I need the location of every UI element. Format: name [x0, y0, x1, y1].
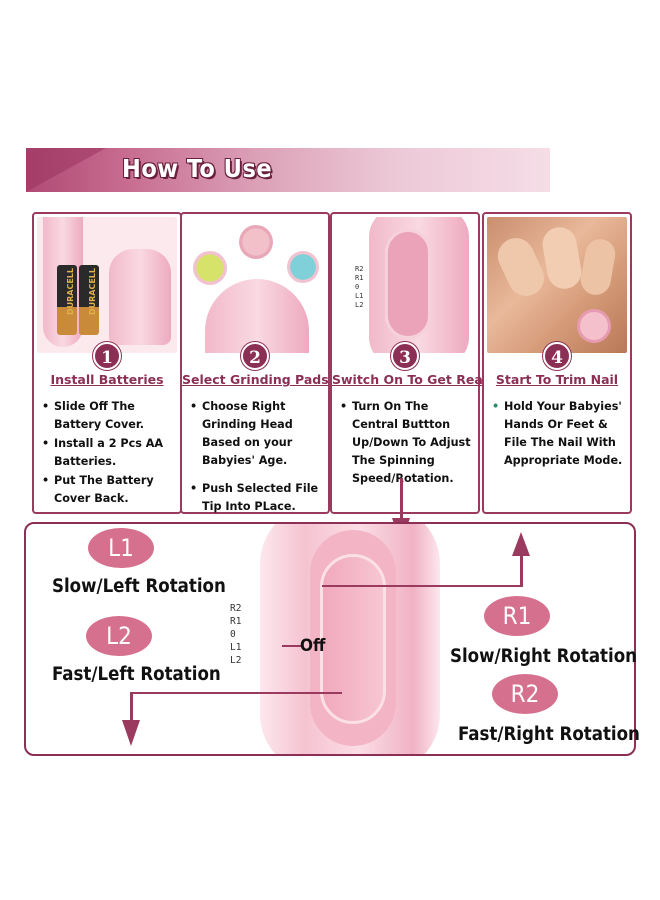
step-title: Select Grinding Pads: [182, 372, 329, 387]
up-arrow-icon: [512, 532, 530, 556]
dial-label: 0: [355, 283, 360, 291]
instruction-item: Hold Your Babyies' Hands Or Feet & File …: [492, 398, 626, 470]
mode-label-r1: Slow/Right Rotation: [450, 646, 637, 667]
off-pointer: [282, 645, 302, 647]
dial-label: R1: [355, 274, 364, 282]
finger: [539, 224, 585, 292]
mode-label-r2: Fast/Right Rotation: [458, 724, 640, 745]
switch-photo: R2 R1 0 L1 L2: [335, 217, 475, 353]
switch-button: [320, 554, 386, 724]
down-left-arrow-icon: [122, 720, 140, 746]
yellow-pad-icon: [193, 251, 227, 285]
step-title: Start To Trim Nail: [495, 372, 619, 387]
step-title: Switch On To Get Ready: [332, 372, 500, 387]
instruction-item: Turn On The Central Buttton Up/Down To A…: [340, 398, 474, 488]
trimmer-head: [577, 309, 611, 343]
dial-label: L2: [230, 655, 242, 666]
dial-labels: R2 R1 0 L1 L2: [230, 602, 241, 667]
banner-title: How To Use: [122, 154, 273, 183]
battery-cover: [109, 249, 171, 345]
step-instructions: Slide Off The Battery Cover. Install a 2…: [42, 398, 176, 509]
mode-badge-r1: R1: [484, 596, 550, 636]
connector-line-r: [322, 585, 522, 587]
instruction-item: Choose Right Grinding Head Based on your…: [190, 398, 324, 470]
step-card-select-pads: 2 Select Grinding Pads Choose Right Grin…: [180, 212, 330, 514]
dial-label: L1: [355, 292, 364, 300]
pads-photo: [185, 217, 325, 353]
down-arrow-shaft: [400, 478, 403, 526]
how-to-use-banner: How To Use: [26, 148, 550, 192]
banner-bar: [26, 148, 550, 192]
battery-1: [57, 265, 77, 335]
battery-2: [79, 265, 99, 335]
blue-pad-icon: [287, 251, 319, 283]
dial-label: 0: [230, 629, 236, 640]
dial-label: R2: [355, 265, 364, 273]
trim-photo: [487, 217, 627, 353]
step-instructions: Choose Right Grinding Head Based on your…: [190, 398, 324, 517]
step-number: 3: [391, 342, 419, 370]
pink-pad-icon: [239, 225, 273, 259]
left-arrow-shaft: [130, 692, 133, 722]
up-arrow-shaft: [520, 556, 523, 587]
mode-badge-r2: R2: [492, 674, 558, 714]
instruction-item: Put The Battery Cover Back.: [42, 472, 176, 508]
mode-label-l1: Slow/Left Rotation: [52, 576, 226, 597]
instruction-item: Push Selected File Tip Into PLace.: [190, 480, 324, 516]
step-number: 4: [543, 342, 571, 370]
instruction-item: Install a 2 Pcs AA Batteries.: [42, 435, 176, 471]
step-number: 1: [93, 342, 121, 370]
step-instructions: Turn On The Central Buttton Up/Down To A…: [340, 398, 474, 489]
mode-label-l2: Fast/Left Rotation: [52, 664, 221, 685]
switch-button: [385, 229, 431, 339]
step-title: Install Batteries: [50, 372, 164, 387]
dial-label: R1: [230, 616, 242, 627]
banner-accent: [26, 148, 106, 192]
battery-brand: DURACELL: [88, 267, 98, 316]
battery-photo: DURACELL DURACELL: [37, 217, 177, 353]
finger: [578, 236, 618, 298]
connector-line-l: [130, 692, 342, 694]
dial-label: L1: [230, 642, 242, 653]
step-instructions: Hold Your Babyies' Hands Or Feet & File …: [492, 398, 626, 471]
step-number: 2: [241, 342, 269, 370]
finger: [492, 232, 550, 302]
step-card-trim-nail: 4 Start To Trim Nail Hold Your Babyies' …: [482, 212, 632, 514]
off-label: Off: [300, 636, 326, 656]
instruction-item: Slide Off The Battery Cover.: [42, 398, 176, 434]
step-card-install-batteries: DURACELL DURACELL 1 Install Batteries Sl…: [32, 212, 182, 514]
battery-brand: DURACELL: [66, 267, 76, 316]
dial-label: R2: [230, 603, 242, 614]
device-closeup: [240, 524, 460, 754]
mode-badge-l1: L1: [88, 528, 154, 568]
dial-labels: R2 R1 0 L1 L2: [355, 265, 363, 310]
dial-label: L2: [355, 301, 364, 309]
mode-badge-l2: L2: [86, 616, 152, 656]
device-head: [205, 279, 309, 353]
step-card-switch-on: R2 R1 0 L1 L2 3 Switch On To Get Ready T…: [330, 212, 500, 514]
